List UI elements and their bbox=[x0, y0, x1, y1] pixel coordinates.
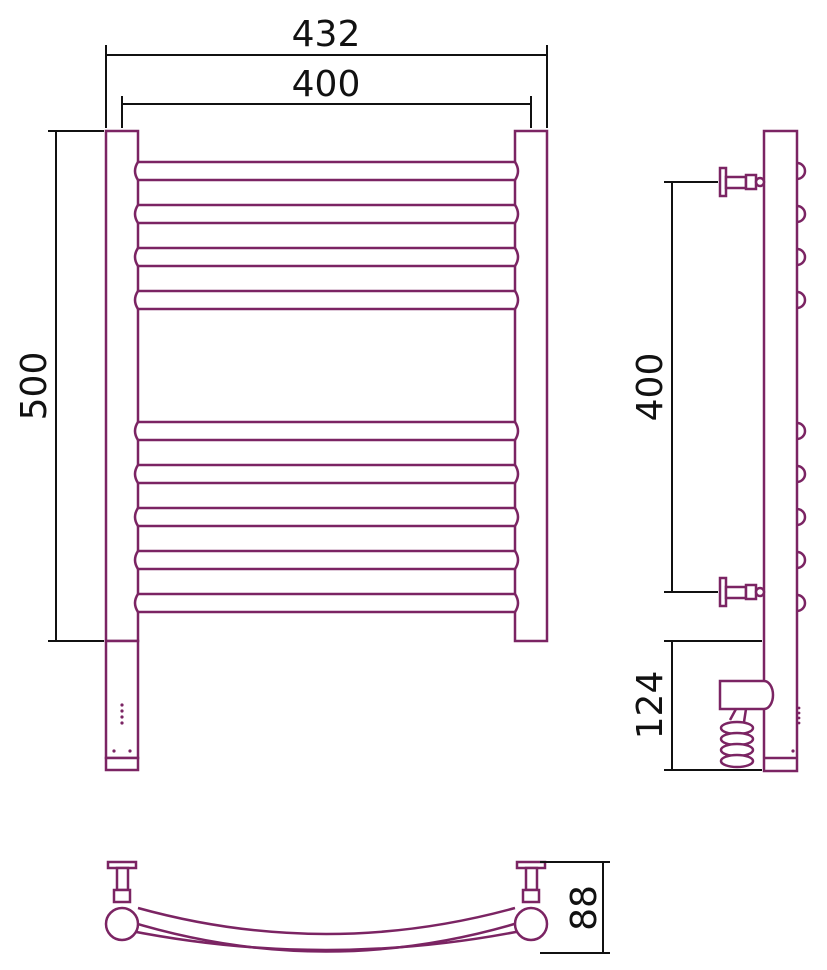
crossbar-end bbox=[796, 161, 807, 181]
heater-element bbox=[104, 639, 140, 772]
top-wall-bracket bbox=[718, 166, 766, 198]
indicator-dots bbox=[112, 703, 132, 753]
crossbar-end bbox=[796, 464, 807, 484]
left-post bbox=[104, 129, 140, 643]
crossbar-end bbox=[796, 421, 807, 441]
dimension-bar-width: 400 bbox=[121, 64, 532, 128]
crossbar-end bbox=[796, 507, 807, 527]
side-heater bbox=[718, 679, 775, 769]
crossbar bbox=[133, 549, 520, 571]
side-indicator-dots bbox=[791, 706, 801, 753]
crossbar-end bbox=[796, 593, 807, 613]
dimension-depth: 88 bbox=[540, 861, 610, 954]
side-post bbox=[762, 129, 799, 773]
depth-label: 88 bbox=[564, 885, 605, 931]
crossbar bbox=[133, 506, 520, 528]
right-top-bracket bbox=[513, 860, 549, 942]
dimension-overall-height: 500 bbox=[14, 130, 104, 642]
crossbar bbox=[133, 592, 520, 614]
top-view: 88 bbox=[104, 860, 610, 954]
crossbar bbox=[133, 420, 520, 442]
crossbar bbox=[133, 203, 520, 225]
left-top-bracket bbox=[104, 860, 140, 942]
crossbar-end bbox=[796, 290, 807, 310]
side-view: 400 124 bbox=[630, 129, 807, 773]
bar-width-label: 400 bbox=[292, 64, 361, 105]
crossbar-end bbox=[796, 247, 807, 267]
dimension-heater-height: 124 bbox=[630, 640, 762, 771]
heater-height-label: 124 bbox=[630, 671, 671, 740]
front-view: 432 400 500 bbox=[14, 14, 549, 772]
right-post bbox=[513, 129, 549, 643]
crossbar-end bbox=[796, 550, 807, 570]
crossbar bbox=[133, 463, 520, 485]
dimension-mount-spacing: 400 bbox=[630, 181, 718, 593]
crossbar-ends bbox=[796, 161, 807, 613]
crossbar bbox=[133, 289, 520, 311]
crossbar-end bbox=[796, 204, 807, 224]
dimension-overall-width: 432 bbox=[105, 14, 548, 128]
mount-spacing-label: 400 bbox=[630, 353, 671, 422]
overall-height-label: 500 bbox=[14, 352, 55, 421]
crossbar bbox=[133, 160, 520, 182]
bottom-wall-bracket bbox=[718, 576, 766, 608]
crossbars bbox=[133, 160, 520, 614]
crossbar bbox=[133, 246, 520, 268]
overall-width-label: 432 bbox=[292, 14, 361, 55]
